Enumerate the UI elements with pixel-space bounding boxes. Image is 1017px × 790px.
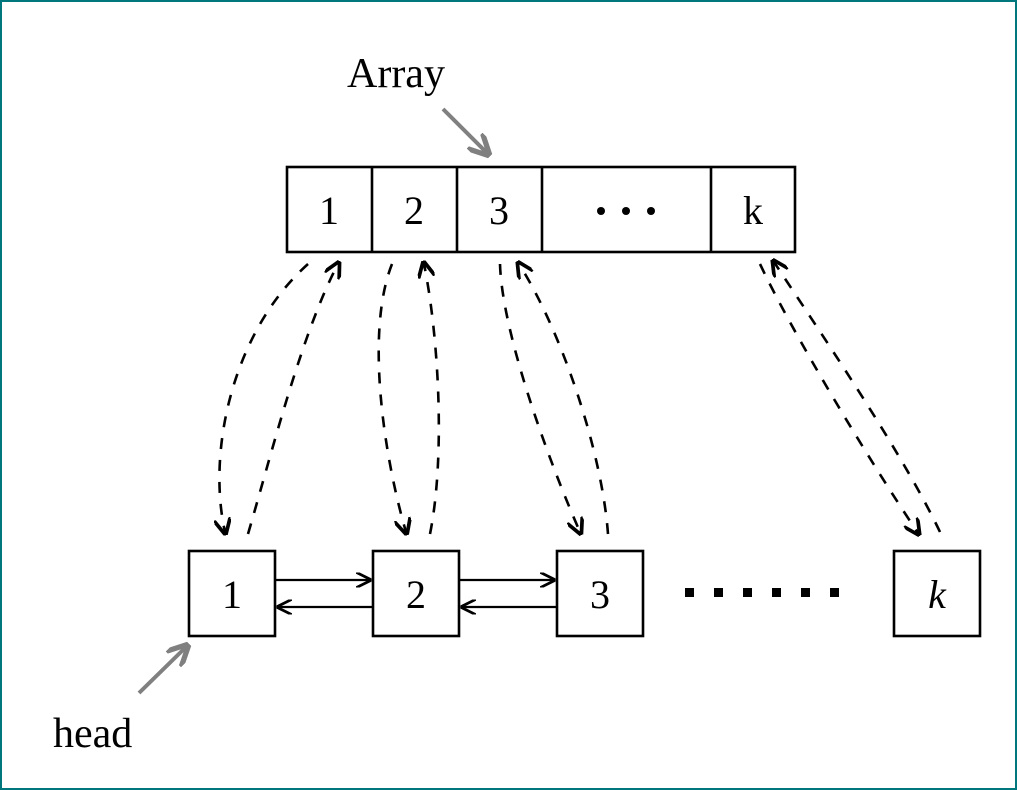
dashed-up-curve-4 [774,262,942,533]
dashed-down-curve-4 [758,263,918,533]
list-ellipsis-dot-6 [830,588,839,597]
array-ellipsis-dot-3 [647,207,655,215]
list-node-label-2: 3 [590,572,610,617]
array-cell-3[interactable] [597,207,655,215]
array-ellipsis-dot-2 [622,207,630,215]
list-node-box-1[interactable] [371,549,461,638]
list-ellipsis-dot-1 [685,588,694,597]
array-pointer-arrow [441,107,487,153]
list-node-box-3[interactable] [892,549,982,638]
array-cell-2[interactable]: 3 [489,188,509,233]
list-ellipsis-dot-2 [714,588,723,597]
list-ellipsis-dot-3 [743,588,752,597]
array-container: 1 2 3 k [285,165,797,254]
array-cell-1[interactable]: 2 [404,188,424,233]
array-cell-4[interactable]: k [743,188,763,233]
head-label: head [53,711,132,757]
list-node-label-1: 2 [406,572,426,617]
list-node-box-0[interactable] [187,549,277,638]
array-label: Array [347,51,445,97]
array-ellipsis-dot-1 [597,207,605,215]
list-ellipsis [685,588,839,597]
list-node-label-3: k [928,572,947,617]
dashed-down-curve-3 [498,263,580,532]
list-node-label-0: 1 [222,572,242,617]
dashed-up-curve-3 [519,264,610,535]
dashed-up-curve-2 [424,264,441,535]
dashed-down-curve-1 [219,263,309,532]
dashed-down-curve-2 [377,263,406,532]
list-ellipsis-dot-4 [772,588,781,597]
head-pointer-arrow [137,647,186,695]
list-node-box-2[interactable] [555,549,645,638]
list-ellipsis-dot-5 [801,588,810,597]
dashed-up-curve-1 [246,264,338,535]
array-cell-0[interactable]: 1 [319,188,339,233]
linked-list-container: 1 2 3 k [187,549,982,638]
